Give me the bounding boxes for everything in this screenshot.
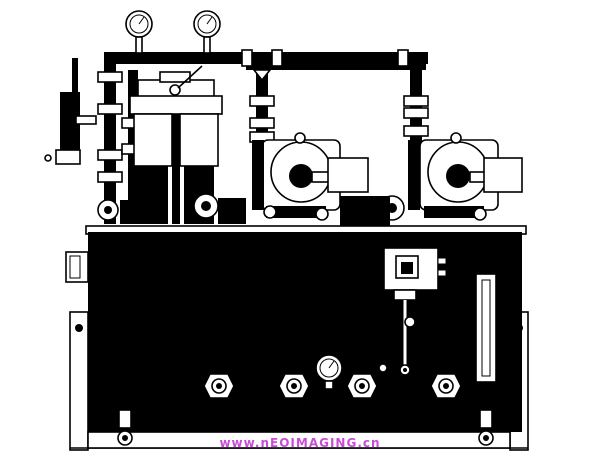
top-pressure-gauge-right <box>193 10 221 54</box>
drain-valve-left <box>116 399 134 446</box>
drain-valve-right <box>477 399 495 446</box>
tank-pressure-gauge <box>315 354 343 390</box>
oil-tank <box>65 225 527 432</box>
port-3 <box>346 373 378 399</box>
left-accessory <box>44 58 97 165</box>
top-pipework <box>97 49 429 224</box>
motor-pump-unit-2 <box>379 132 523 221</box>
port-2 <box>278 373 310 399</box>
pressure-switch <box>383 247 447 376</box>
pipe-ports <box>203 373 462 399</box>
port-4 <box>430 373 462 399</box>
small-pump <box>97 193 246 224</box>
level-gauge <box>475 273 497 383</box>
pump-mount-block <box>340 196 390 226</box>
top-pressure-gauge-left <box>125 10 153 54</box>
watermark-text: www.nEOIMAGING.cn <box>219 436 381 450</box>
port-1 <box>203 373 235 399</box>
small-fitting <box>378 363 388 373</box>
motor-pump-unit-1 <box>252 132 369 221</box>
